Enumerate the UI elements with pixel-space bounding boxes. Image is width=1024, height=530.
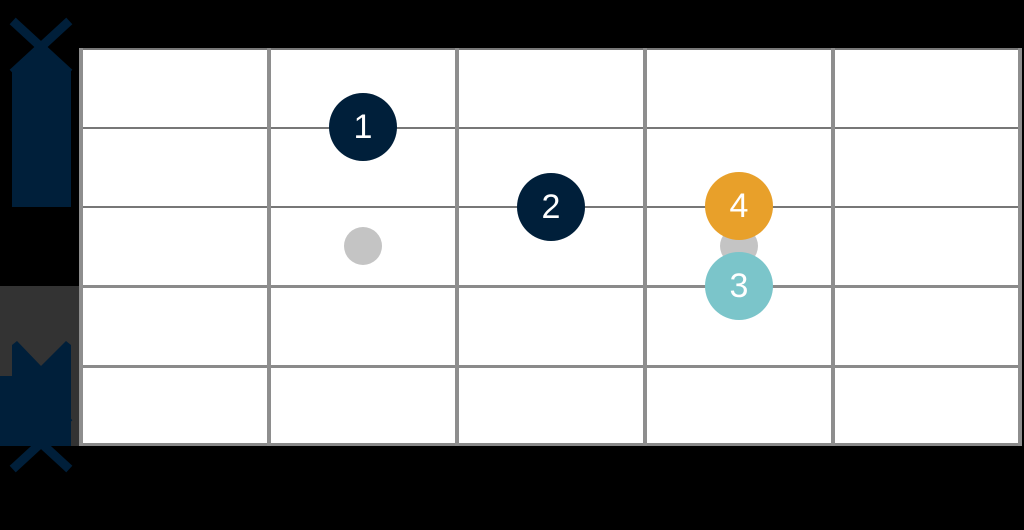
fretboard — [79, 48, 1022, 446]
nut-line — [79, 48, 83, 446]
finger-dot-4: 4 — [705, 172, 773, 240]
fret-line — [831, 48, 835, 446]
finger-label: 3 — [729, 266, 749, 305]
muted-string-x-icon — [0, 17, 73, 473]
finger-label: 1 — [353, 107, 373, 146]
finger-dot-1: 1 — [329, 93, 397, 161]
finger-label: 4 — [729, 186, 749, 225]
fret-line-end — [1018, 48, 1022, 446]
string-line-bottom — [79, 443, 1022, 446]
string-line — [79, 285, 1022, 288]
fret-inlay — [344, 227, 382, 265]
fret-line — [455, 48, 459, 446]
fret-line — [267, 48, 271, 446]
finger-label: 2 — [541, 187, 561, 226]
string-line — [79, 365, 1022, 368]
finger-dot-2: 2 — [517, 173, 585, 241]
fret-line — [643, 48, 647, 446]
finger-dot-3: 3 — [705, 252, 773, 320]
string-line — [79, 127, 1022, 129]
string-line-top — [79, 48, 1022, 50]
